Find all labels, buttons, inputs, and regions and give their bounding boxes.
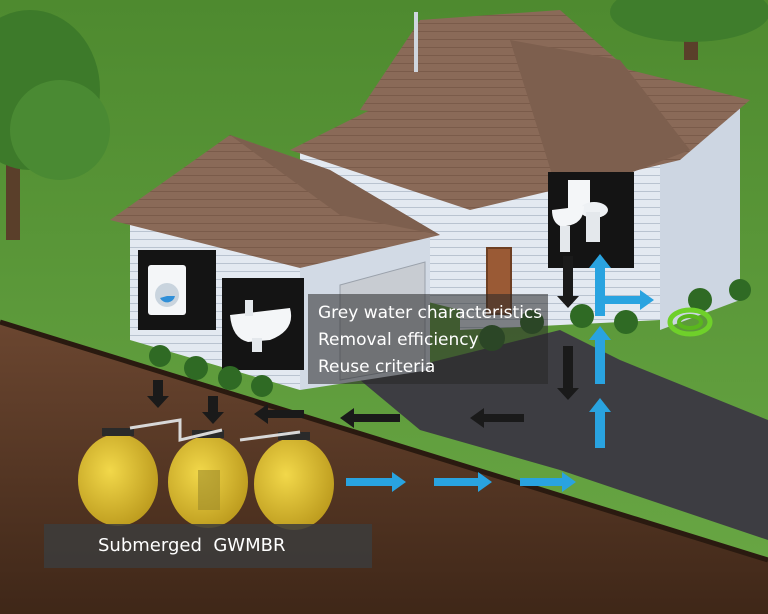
tree-right	[610, 0, 768, 60]
garage-roof	[110, 135, 440, 268]
tank-1	[78, 428, 158, 526]
washing-machine-icon	[148, 265, 186, 315]
treated-water-flow-arrows	[346, 254, 654, 492]
grey-water-flow-arrows	[147, 256, 579, 428]
system-label: Submerged GWMBR	[98, 535, 286, 556]
info-line-removal: Removal efficiency	[318, 330, 479, 350]
info-line-characteristics: Grey water characteristics	[318, 303, 543, 323]
tank-3	[254, 432, 334, 530]
tree-left	[0, 10, 110, 240]
system-label-box: Submerged GWMBR	[44, 524, 372, 568]
garden-hose-icon	[667, 307, 713, 337]
info-line-reuse: Reuse criteria	[318, 357, 436, 377]
sink-bathtub-icon	[230, 300, 292, 352]
info-box: Grey water characteristics Removal effic…	[308, 294, 548, 384]
toilet-sink-icon	[552, 180, 608, 252]
